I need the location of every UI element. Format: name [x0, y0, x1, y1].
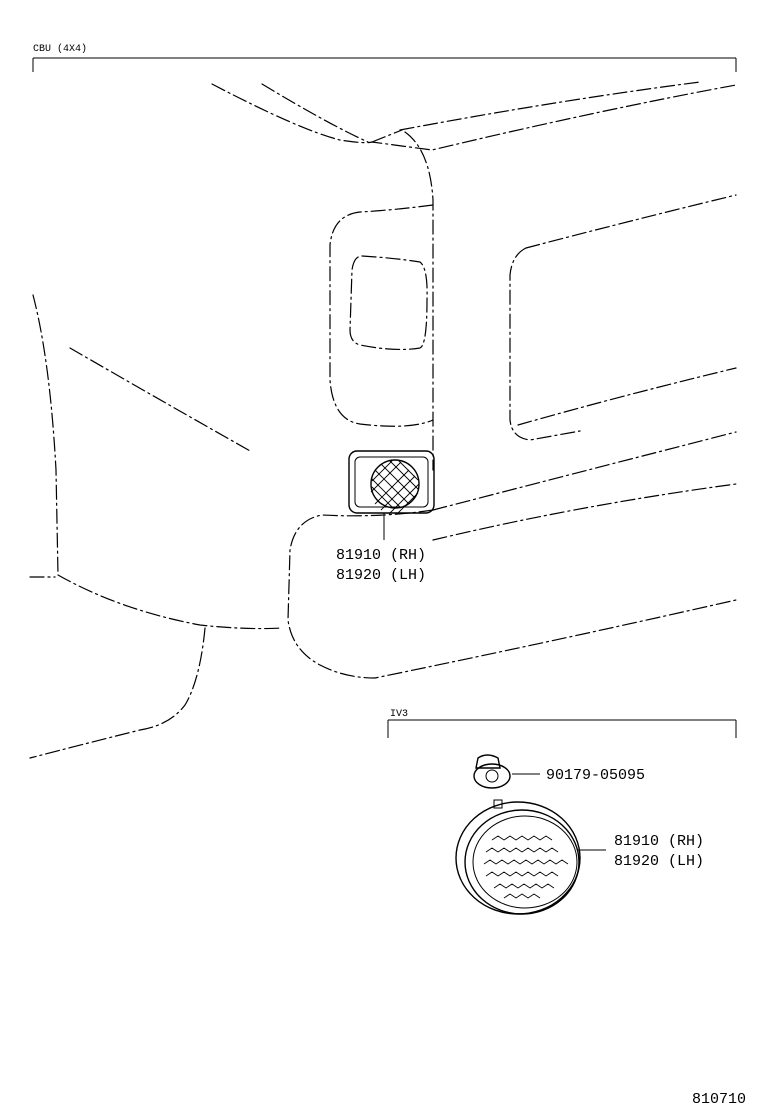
section-label-bottom: IV3	[390, 709, 408, 720]
part-label-81910-rh-bottom: 81910 (RH)	[614, 833, 704, 850]
side-reflector-top	[348, 450, 435, 515]
side-reflector-round	[455, 799, 606, 915]
screw-clip-part	[473, 754, 540, 789]
part-label-90179-05095: 90179-05095	[546, 767, 645, 784]
part-label-81920-lh-bottom: 81920 (LH)	[614, 853, 704, 870]
section-bracket-top	[32, 57, 737, 72]
vehicle-body-outline	[29, 81, 737, 759]
section-label-top: CBU (4X4)	[33, 43, 87, 55]
figure-number: 810710	[692, 1091, 746, 1108]
part-label-81910-rh-top: 81910 (RH)	[336, 547, 426, 564]
part-label-81920-lh-top: 81920 (LH)	[336, 567, 426, 584]
section-bracket-bottom	[387, 719, 737, 738]
